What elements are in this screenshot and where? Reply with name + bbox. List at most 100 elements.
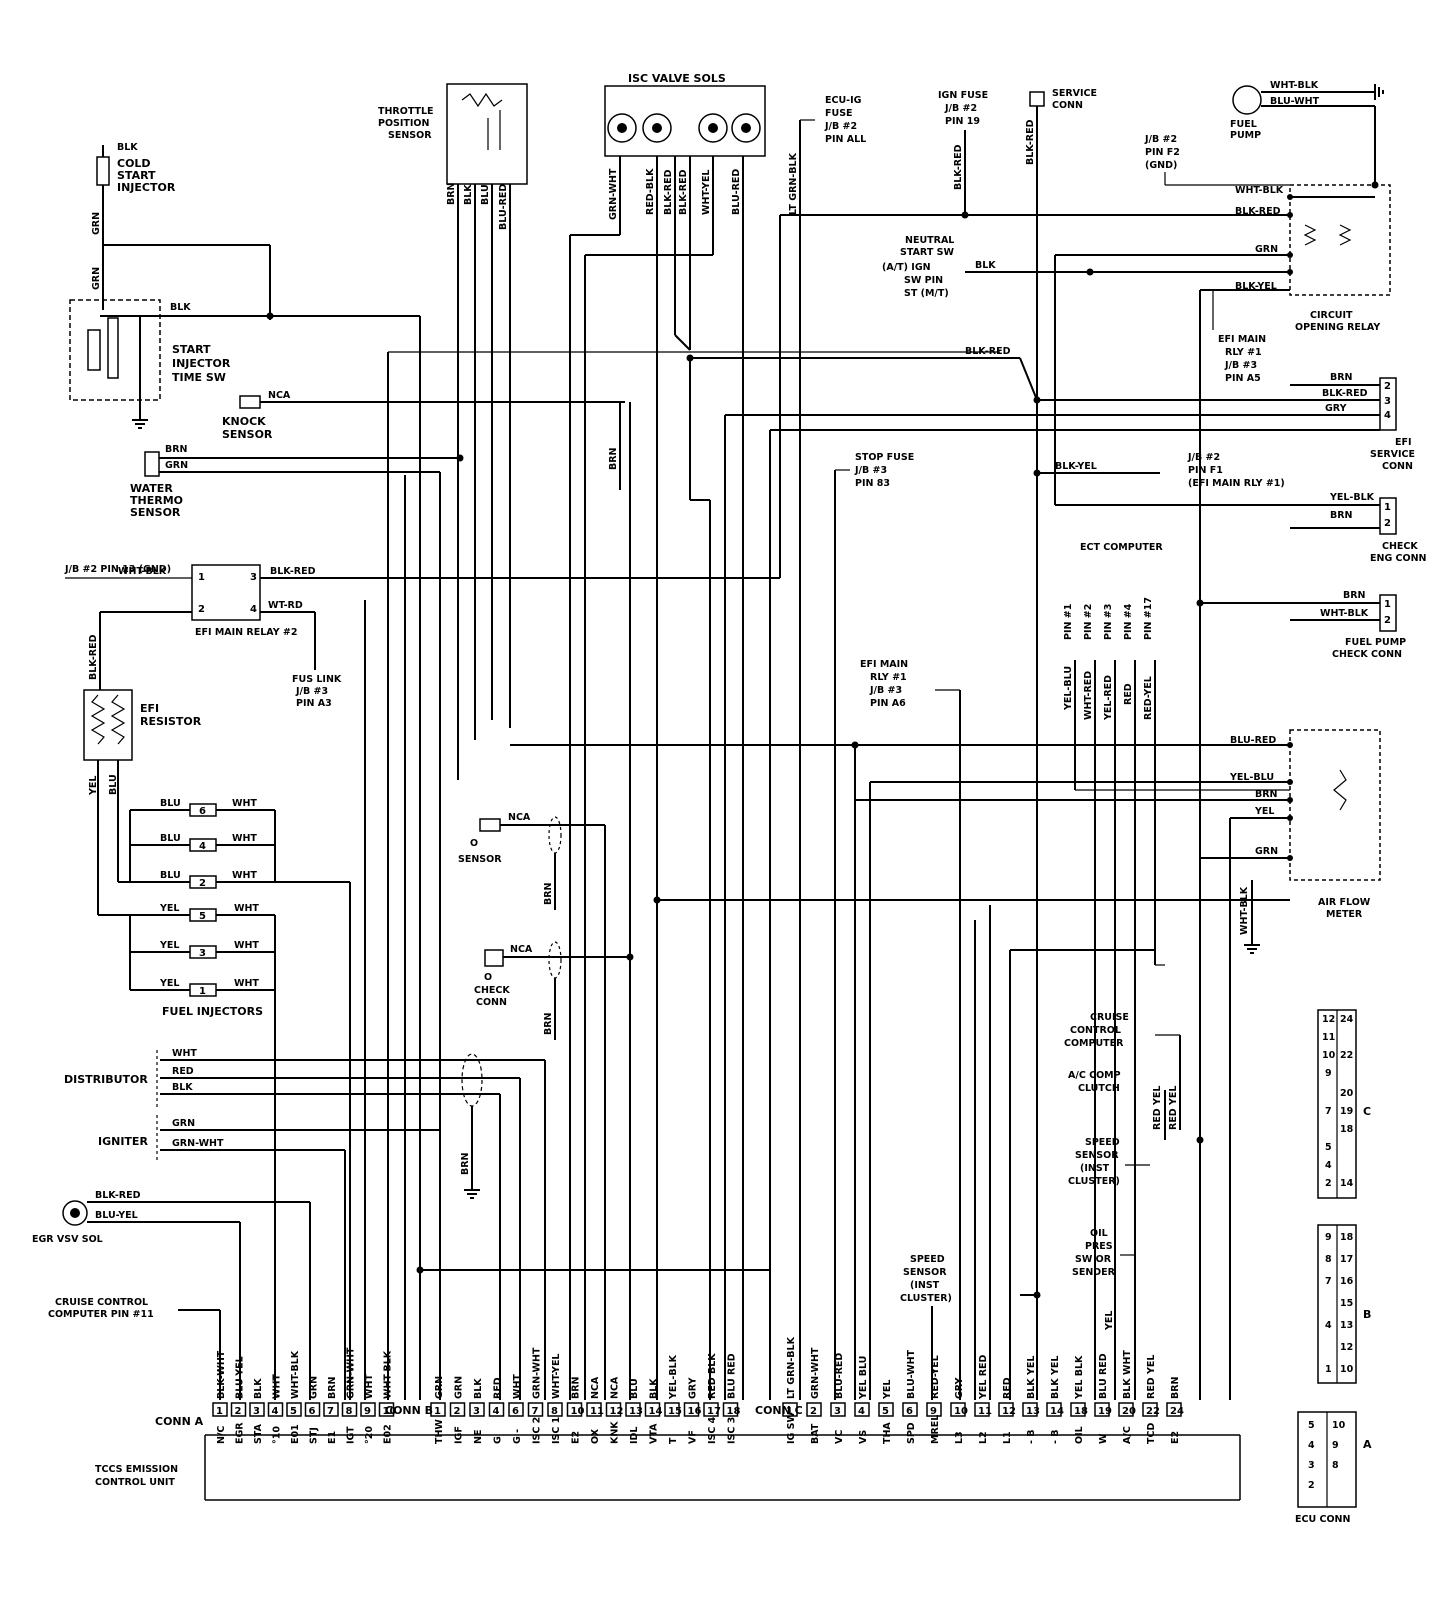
svg-text:ISC VALVE SOLS: ISC VALVE SOLS (628, 72, 726, 85)
svg-text:RED-BLK: RED-BLK (645, 168, 656, 215)
pin-wire-color: YEL RED (978, 1354, 989, 1400)
pin-box (508, 1402, 524, 1417)
svg-text:12: 12 (1322, 1014, 1335, 1025)
svg-text:BRN: BRN (1330, 510, 1353, 521)
svg-text:14: 14 (1340, 1178, 1354, 1189)
svg-text:BLK-YEL: BLK-YEL (1055, 461, 1097, 472)
efi-service-conn: 2 3 4 BRN BLK-RED GRY EFI SERVICE CONN (725, 372, 1415, 472)
svg-text:WHT-BLK: WHT-BLK (1239, 886, 1250, 935)
ground-icon (464, 1189, 480, 1199)
pin-terminal: BAT (810, 1423, 821, 1444)
svg-text:BLK-RED: BLK-RED (1025, 119, 1036, 165)
svg-text:PIN F1: PIN F1 (1188, 465, 1223, 476)
svg-text:9: 9 (1332, 1440, 1339, 1451)
pin-terminal: IGT (346, 1426, 357, 1444)
svg-text:IGNITER: IGNITER (98, 1135, 148, 1148)
svg-text:SPEED: SPEED (1085, 1137, 1120, 1148)
pin-box (998, 1402, 1014, 1417)
pin-terminal: IDL (629, 1427, 640, 1444)
svg-text:3: 3 (199, 948, 206, 959)
pin-number: 9 (364, 1406, 371, 1417)
svg-text:(A/T) IGN: (A/T) IGN (882, 262, 931, 273)
pin-number: 6 (309, 1406, 316, 1417)
pin-box (286, 1402, 302, 1417)
pin-terminal: E01 (290, 1424, 301, 1444)
svg-text:PIN A5: PIN A5 (1225, 373, 1261, 384)
svg-text:PIN F2: PIN F2 (1145, 147, 1180, 158)
speed-sensor-inst: SPEED SENSOR (INST CLUSTER) (1068, 1137, 1150, 1187)
svg-text:CONTROL: CONTROL (1070, 1025, 1121, 1036)
svg-text:J/B #3: J/B #3 (869, 685, 902, 696)
pin-terminal: MREL (930, 1415, 941, 1444)
svg-text:4: 4 (1308, 1440, 1315, 1451)
pin-number: 8 (346, 1406, 353, 1417)
svg-text:GRN: GRN (91, 267, 102, 290)
svg-text:CLUSTER): CLUSTER) (900, 1293, 952, 1304)
svg-text:BLU-RED: BLU-RED (1230, 735, 1276, 746)
svg-text:BLU-RED: BLU-RED (498, 184, 509, 230)
pin-wire-color: WHT (512, 1374, 523, 1399)
pin-terminal: °10 (272, 1426, 283, 1444)
svg-text:BLK-RED: BLK-RED (95, 1190, 141, 1201)
svg-text:COMPUTER: COMPUTER (1064, 1038, 1124, 1049)
pin-terminal: ISC 4 (707, 1416, 718, 1444)
svg-text:BLK-RED: BLK-RED (1322, 388, 1368, 399)
pin-number: 11 (590, 1406, 604, 1417)
knock-sensor: NCA KNOCK SENSOR (222, 390, 625, 441)
svg-text:CHECK CONN: CHECK CONN (1332, 649, 1402, 660)
pin-box (703, 1402, 719, 1417)
svg-text:YEL-BLU: YEL-BLU (1229, 772, 1274, 783)
svg-text:BLK: BLK (975, 260, 996, 271)
pin-terminal: N/C (216, 1426, 227, 1444)
pin-wire-color: LT GRN-BLK (786, 1336, 797, 1399)
svg-text:WHT: WHT (232, 833, 257, 844)
pin-number: 12 (1002, 1406, 1016, 1417)
pin-box (527, 1402, 544, 1417)
ecu-ig-fuse: ECU-IG FUSE J/B #2 PIN ALL LT GRN-BLK (788, 95, 866, 1400)
pin-wire-color: BLU-WHT (906, 1349, 917, 1399)
pin-wire-color: BLK (253, 1378, 264, 1399)
pin-terminal: OX (590, 1428, 601, 1444)
svg-text:CHECK: CHECK (474, 985, 510, 996)
pin-wire-color: RED (1002, 1377, 1013, 1399)
pin-terminal: VC (834, 1430, 845, 1444)
svg-text:3: 3 (1384, 396, 1391, 407)
svg-text:WHT: WHT (172, 1048, 197, 1059)
svg-text:RED-YEL: RED-YEL (1143, 676, 1154, 720)
pin-box (605, 1402, 622, 1417)
svg-text:4: 4 (1325, 1320, 1332, 1331)
pin-number: 1 (216, 1406, 223, 1417)
svg-text:BLU: BLU (480, 184, 491, 205)
pin-wire-color: BLU RED (1098, 1353, 1109, 1399)
pin-box (782, 1402, 798, 1417)
svg-text:COMPUTER PIN #11: COMPUTER PIN #11 (48, 1309, 154, 1320)
svg-text:8: 8 (1325, 1254, 1332, 1265)
svg-text:CONN B: CONN B (385, 1404, 433, 1417)
svg-text:RLY #1: RLY #1 (1225, 347, 1262, 358)
ground-icon (1244, 944, 1260, 954)
svg-text:SPEED: SPEED (910, 1254, 945, 1265)
svg-text:PIN 19: PIN 19 (945, 116, 980, 127)
pin-box (974, 1402, 990, 1417)
ground-icon (1374, 84, 1384, 100)
pin-wire-color: GRY (954, 1377, 965, 1399)
pin-wire-color: GRY (688, 1377, 699, 1399)
svg-text:10: 10 (1322, 1050, 1336, 1061)
pin-wire-color: NCA (610, 1376, 621, 1399)
svg-text:STOP FUSE: STOP FUSE (855, 452, 914, 463)
pin-terminal: VF (688, 1430, 699, 1444)
svg-text:5: 5 (199, 911, 206, 922)
svg-text:GRN: GRN (1255, 846, 1278, 857)
svg-text:BLK-YEL: BLK-YEL (1235, 281, 1277, 292)
pin-terminal: ISC 2 (532, 1417, 543, 1444)
pin-wire-color: GRN (434, 1376, 445, 1399)
pin-wire-color: WHT-YEL (551, 1354, 562, 1399)
pin-wire-color: WHT-BLK (290, 1350, 301, 1399)
pin-box (950, 1402, 966, 1417)
pin-terminal: IG SW (786, 1412, 797, 1444)
svg-text:PIN #1: PIN #1 (1063, 604, 1074, 640)
pin-wire-color: BLU-RED (834, 1353, 845, 1399)
svg-text:PUMP: PUMP (1230, 130, 1261, 141)
svg-text:BRN: BRN (1255, 789, 1278, 800)
